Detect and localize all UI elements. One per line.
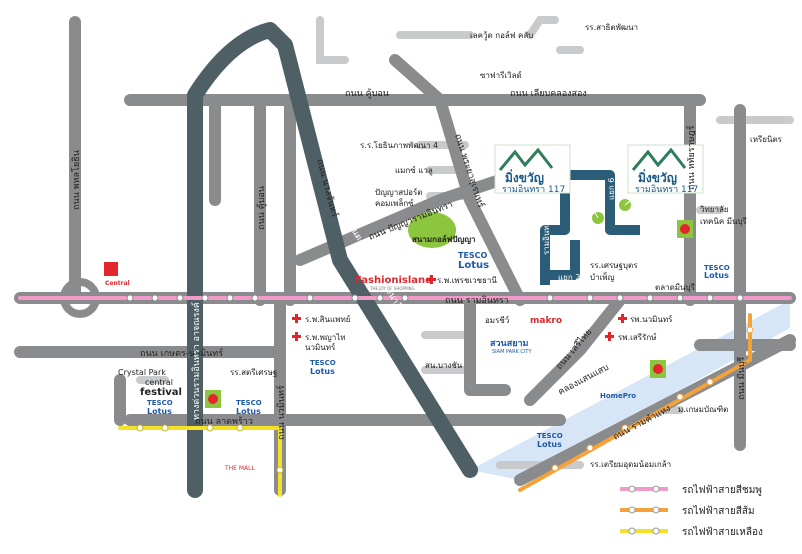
place-sathit: รร.สาธิตพัฒนา <box>585 23 638 32</box>
label-nawamin: ถนน นวมินทร์ <box>275 385 287 440</box>
place-panya-golf: สนามกอล์ฟปัญญา <box>412 234 476 245</box>
place-cf: festival <box>140 387 182 398</box>
place-complex: คอมเพล็กซ์ <box>375 198 414 208</box>
place-makro: makro <box>530 316 562 326</box>
tesco-lotus-markers: TESCO Lotus TESCO Lotus TESCO Lotus TESC… <box>147 264 730 449</box>
place-homepro: HomePro <box>600 392 636 400</box>
place-hosp-nawamin: รพ.นวมินทร์ <box>630 314 673 324</box>
legend-yellow: รถไฟฟ้าสายเหลือง <box>682 526 763 538</box>
place-central: Central <box>105 280 130 287</box>
label-ring: ทางด่วนรามอินทรา อาจณรงค์ <box>190 302 202 420</box>
label-ram117: รามอินทรา 117 <box>542 199 551 255</box>
place-suan-siam: สวนสยาม <box>490 339 529 349</box>
expressway <box>187 22 478 498</box>
project-logo-1: มิ่งขวัญ รามอินทรา 117 <box>494 144 571 195</box>
place-m-kasem: ม.เกษมบัณฑิต <box>678 405 728 414</box>
place-market: ตลาดมีนบุรี <box>655 283 696 292</box>
legend: รถไฟฟ้าสายสีชมพู รถไฟฟ้าสายสีส้ม รถไฟฟ้า… <box>620 484 763 538</box>
tesco-6: TESCO <box>537 432 563 440</box>
tesco-4: TESCO <box>147 399 173 407</box>
orange-stations <box>551 326 754 472</box>
main-roads <box>14 16 796 496</box>
place-tech: เทคนิค มีนบุรี <box>700 217 748 226</box>
lotus-6: Lotus <box>537 440 562 449</box>
legend-pink: รถไฟฟ้าสายสีชมพู <box>682 484 762 496</box>
legend-orange: รถไฟฟ้าสายสีส้ม <box>682 505 755 517</box>
label-liap-khlong: ถนน เลียบคลองสอง <box>510 88 587 99</box>
place-sn-bangchan: สน.บางชัน <box>425 361 463 370</box>
pink-stations <box>126 294 744 302</box>
tesco-3: TESCO <box>310 359 336 367</box>
project2-sub: รามอินทรา 117 <box>635 184 698 195</box>
label-khu-bon: ถนน คู้บอน <box>345 88 389 99</box>
place-hosp-phyathai: ร.พ.พญาไท <box>305 333 346 342</box>
place-tesco1: TESCO <box>458 251 488 260</box>
label-seri-thai: ถนน เสรีไทย <box>554 327 594 372</box>
place-nawamin-hosp: นวมินทร์ <box>305 342 336 352</box>
place-fashion-sub: THE JOY OF SHOPPING <box>369 286 415 291</box>
minor-roads <box>136 16 794 469</box>
label-ram-intra: ถนน รามอินทรา <box>445 295 509 306</box>
tesco-2: TESCO <box>704 264 730 272</box>
place-rr-triam: รร.เตรียมอุดมน้อมเกล้า <box>590 460 671 469</box>
label-soi6: แยก 6 <box>607 178 616 200</box>
place-fashion: Fashionisland <box>355 275 432 286</box>
label-hathai: ถนน หทัยราษฎร์ <box>685 125 697 190</box>
lotus-2: Lotus <box>704 271 729 280</box>
place-bamphen: บำเพ็ญ <box>590 272 615 282</box>
label-minburi: ถนน มีนบุรี <box>736 357 747 400</box>
place-suan-siam-sub: SIAM PARK CITY <box>492 349 532 355</box>
lotus-3: Lotus <box>310 367 335 376</box>
lotus-4: Lotus <box>147 407 172 416</box>
place-the-mall: THE MALL <box>224 465 255 472</box>
label-soi2: แยก 2 <box>558 273 580 282</box>
label-kaset-nawamin: ถนน เกษตร-นวมินทร์ <box>140 347 223 359</box>
place-wittayalai: วิทยาลัย <box>699 205 728 214</box>
place-rr-yothin: ร.ร.โยธินภาพพัฒนา 4 <box>360 140 438 150</box>
central-icon <box>104 262 118 276</box>
place-rr-setbut: รร.เศรษฐบุตร <box>590 261 638 270</box>
place-amorin: อมรชีว์ <box>485 315 509 325</box>
place-rr-satri: รร.สตรีเศรษฐ <box>230 368 277 377</box>
place-safari: ซาฟารีเวิลด์ <box>480 70 522 80</box>
place-lotus1: Lotus <box>458 260 489 271</box>
place-panya-sport: ปัญญาสปอร์ต <box>375 187 422 197</box>
hospital-icons <box>292 275 627 341</box>
place-hosp-seri: รพ.เสรีรักษ์ <box>618 332 657 342</box>
yellow-stations <box>136 424 284 474</box>
golf-course <box>408 212 456 248</box>
project1-name: มิ่งขวัญ <box>505 169 544 185</box>
bigc-icons <box>205 220 693 408</box>
place-lake-golf: เลควู้ด กอล์ฟ คลับ <box>470 30 533 41</box>
project-logo-2: มิ่งขวัญ รามอินทรา 117 <box>627 144 704 195</box>
project1-sub: รามอินทรา 117 <box>502 184 565 195</box>
label-khu-bon-v: ถนน คู้บอน <box>256 186 267 230</box>
label-phahon: ถนน พหลโยธิน <box>71 150 82 210</box>
place-hosp-sinphet: ร.พ.สินแพทย์ <box>305 314 350 324</box>
project2-name: มิ่งขวัญ <box>638 169 677 185</box>
place-hosp-pyathai: ร.พ.เพรชเวชธานี <box>437 276 497 285</box>
label-lat-phrao: ถนน ลาดพร้าว <box>195 416 253 427</box>
place-cf-top: central <box>145 378 173 387</box>
place-makro-ha: แมกซ์ แวลู <box>395 165 433 176</box>
place-labels: เลควู้ด กอล์ฟ คลับ รร.สาธิตพัฒนา ซาฟารีเ… <box>105 23 783 472</box>
place-crystal: Crystal Park <box>118 368 166 377</box>
place-harbour: เหรียนิตร <box>750 135 783 144</box>
tesco-5: TESCO <box>236 399 262 407</box>
lotus-5: Lotus <box>236 407 261 416</box>
